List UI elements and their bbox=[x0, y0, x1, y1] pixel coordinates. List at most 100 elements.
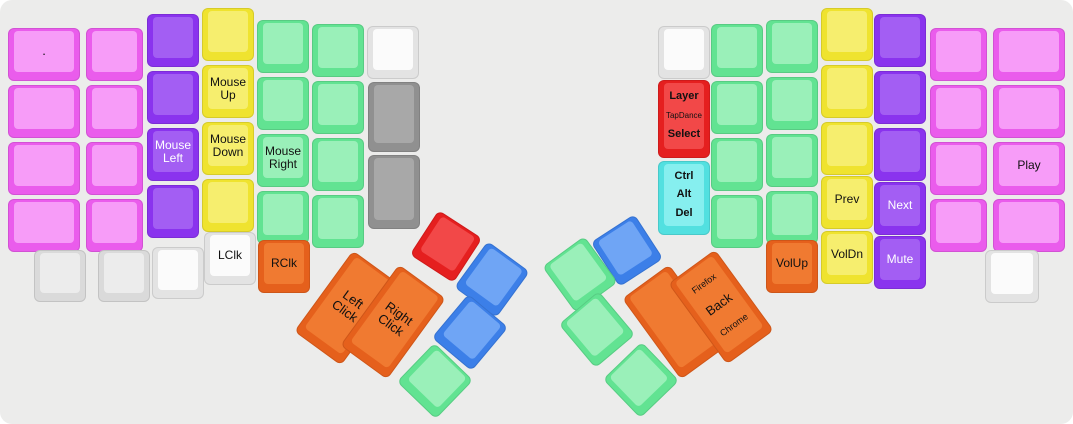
keycap-surface bbox=[717, 27, 757, 68]
key-blank[interactable] bbox=[312, 81, 364, 134]
key-blank[interactable] bbox=[993, 85, 1065, 138]
key-label: Alt bbox=[676, 188, 692, 201]
key-blank[interactable] bbox=[930, 142, 987, 195]
key-blank[interactable] bbox=[766, 77, 818, 130]
key-label: Firefox bbox=[689, 271, 718, 296]
keycap: Mouse Right bbox=[257, 134, 309, 187]
keycap bbox=[152, 247, 204, 299]
key-mouse-left[interactable]: Mouse Left bbox=[147, 128, 199, 181]
key-blank[interactable] bbox=[312, 138, 364, 191]
key-rclk[interactable]: RClk bbox=[258, 240, 310, 293]
key-blank[interactable] bbox=[766, 134, 818, 187]
key-mute[interactable]: Mute bbox=[874, 236, 926, 289]
key-blank[interactable] bbox=[98, 250, 150, 302]
key-blank[interactable] bbox=[930, 85, 987, 138]
key-blank[interactable] bbox=[8, 199, 80, 252]
key-blank[interactable] bbox=[257, 20, 309, 73]
key-blank[interactable] bbox=[86, 28, 143, 81]
keycap-surface: Mouse Right bbox=[263, 137, 303, 178]
key-blank[interactable] bbox=[8, 85, 80, 138]
keycap: Mouse Up bbox=[202, 65, 254, 118]
key-blank[interactable] bbox=[312, 195, 364, 248]
keycap bbox=[98, 250, 150, 302]
keycap bbox=[930, 142, 987, 195]
key-blank[interactable] bbox=[257, 77, 309, 130]
key-blank[interactable] bbox=[147, 71, 199, 124]
keycap bbox=[821, 65, 873, 118]
key-label: LClk bbox=[217, 248, 242, 263]
keycap-surface bbox=[14, 202, 74, 243]
keycap-surface bbox=[664, 29, 704, 70]
key-blank[interactable] bbox=[34, 250, 86, 302]
keycap-surface: VolUp bbox=[772, 243, 812, 284]
key-blank[interactable] bbox=[152, 247, 204, 299]
key-blank[interactable] bbox=[86, 85, 143, 138]
keycap-surface bbox=[14, 145, 74, 186]
keycap-surface bbox=[92, 31, 137, 72]
key-blank[interactable] bbox=[147, 185, 199, 238]
key-label: Del bbox=[675, 206, 693, 219]
key-blank[interactable] bbox=[86, 142, 143, 195]
keycap bbox=[993, 199, 1065, 252]
key-blank[interactable] bbox=[367, 26, 419, 79]
key-blank[interactable] bbox=[766, 20, 818, 73]
key-blank[interactable] bbox=[874, 128, 926, 181]
key-blank[interactable] bbox=[711, 24, 763, 77]
key-label: Layer bbox=[669, 90, 699, 103]
key-blank[interactable] bbox=[821, 65, 873, 118]
keycap-surface: VolDn bbox=[827, 234, 867, 275]
keycap bbox=[766, 134, 818, 187]
key-blank[interactable] bbox=[368, 82, 420, 152]
keycap: Play bbox=[993, 142, 1065, 195]
key-blank[interactable] bbox=[985, 250, 1039, 303]
key-blank[interactable] bbox=[711, 195, 763, 248]
keycap-surface bbox=[936, 145, 981, 186]
key-blank[interactable] bbox=[993, 28, 1065, 81]
keycap-surface bbox=[263, 80, 303, 121]
key-blank[interactable] bbox=[368, 155, 420, 229]
key-prev[interactable]: Prev bbox=[821, 176, 873, 229]
key-blank[interactable] bbox=[202, 8, 254, 61]
keycap-surface: Mouse Up bbox=[208, 68, 248, 109]
key-period[interactable]: . bbox=[8, 28, 80, 81]
key-blank[interactable] bbox=[766, 191, 818, 244]
keycap-surface bbox=[419, 215, 476, 273]
keycap-surface: Mute bbox=[880, 239, 920, 280]
keycap-surface bbox=[318, 141, 358, 182]
key-mouse-down[interactable]: Mouse Down bbox=[202, 122, 254, 175]
key-blank[interactable] bbox=[711, 81, 763, 134]
key-blank[interactable] bbox=[821, 122, 873, 175]
keycap-surface bbox=[827, 68, 867, 109]
keycap-surface bbox=[880, 17, 920, 58]
keycap-surface bbox=[263, 194, 303, 235]
key-blank[interactable] bbox=[874, 71, 926, 124]
key-blank[interactable] bbox=[821, 8, 873, 61]
key-blank[interactable] bbox=[658, 26, 710, 79]
key-lclk[interactable]: LClk bbox=[204, 232, 256, 285]
key-blank[interactable] bbox=[930, 28, 987, 81]
keycap bbox=[985, 250, 1039, 303]
key-blank[interactable] bbox=[711, 138, 763, 191]
key-next[interactable]: Next bbox=[874, 182, 926, 235]
key-blank[interactable] bbox=[312, 24, 364, 77]
key-blank[interactable] bbox=[202, 179, 254, 232]
key-voldn[interactable]: VolDn bbox=[821, 231, 873, 284]
keycap-surface bbox=[373, 29, 413, 70]
key-volup[interactable]: VolUp bbox=[766, 240, 818, 293]
key-mouse-up[interactable]: Mouse Up bbox=[202, 65, 254, 118]
key-blank[interactable] bbox=[147, 14, 199, 67]
key-blank[interactable] bbox=[8, 142, 80, 195]
keycap-surface bbox=[999, 31, 1059, 72]
key-blank[interactable] bbox=[86, 199, 143, 252]
keycap bbox=[930, 28, 987, 81]
key-blank[interactable] bbox=[874, 14, 926, 67]
key-blank[interactable] bbox=[930, 199, 987, 252]
key-blank[interactable] bbox=[993, 199, 1065, 252]
key-mouse-right[interactable]: Mouse Right bbox=[257, 134, 309, 187]
key-blank[interactable] bbox=[257, 191, 309, 244]
key-play[interactable]: Play bbox=[993, 142, 1065, 195]
keycap: RClk bbox=[258, 240, 310, 293]
